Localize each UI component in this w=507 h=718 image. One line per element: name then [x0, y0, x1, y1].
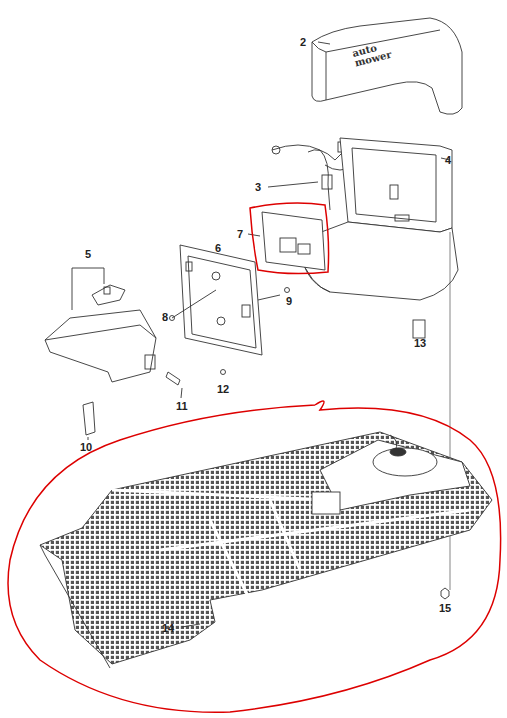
callout-number: 13 — [414, 338, 426, 349]
callout-number: 4 — [445, 155, 451, 166]
callout-number: 5 — [85, 249, 91, 260]
callout-number: 12 — [217, 384, 229, 395]
callout-number: 6 — [215, 243, 221, 254]
callout-number: 7 — [237, 229, 243, 240]
callout-number: 2 — [300, 37, 306, 48]
callout-number: 8 — [162, 312, 168, 323]
callout-number: 14 — [162, 623, 174, 634]
callout-number: 10 — [80, 442, 92, 453]
callout-number: 9 — [286, 296, 292, 307]
callout-number: 15 — [439, 603, 451, 614]
callout-number: 11 — [176, 401, 188, 412]
callout-number: 3 — [255, 182, 261, 193]
